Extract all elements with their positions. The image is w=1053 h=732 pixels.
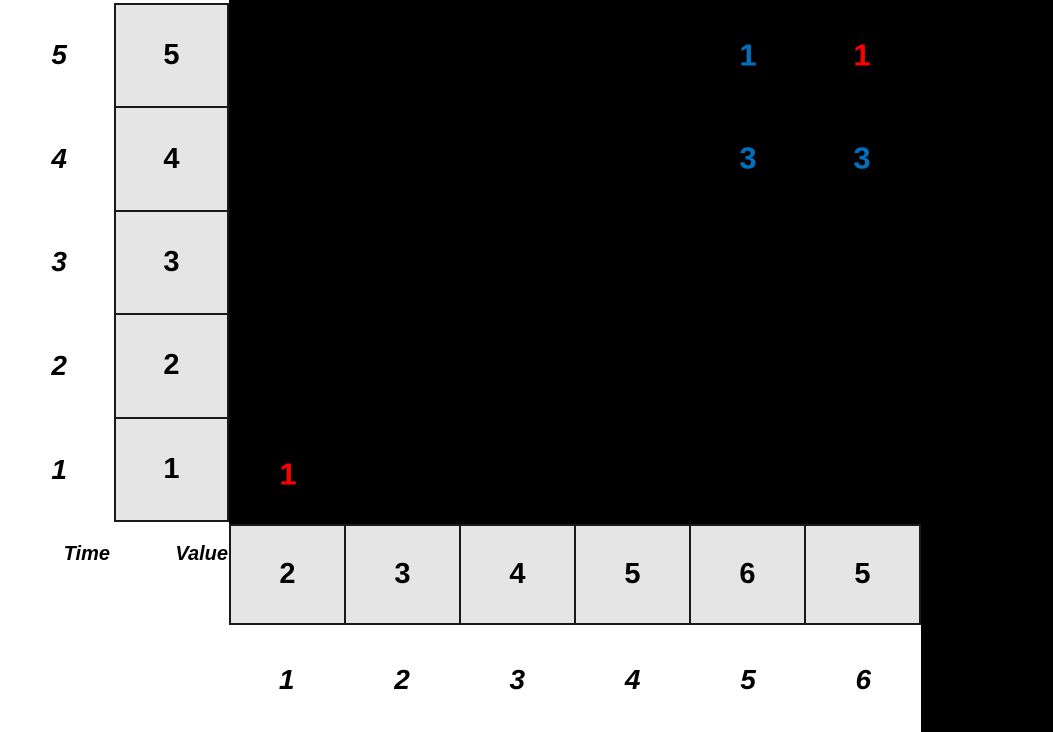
value-axis-label: 2 xyxy=(394,664,410,695)
time-row: 2 3 4 5 6 5 xyxy=(229,524,921,625)
time-axis-label: 5 xyxy=(51,38,67,70)
plot-marker: 1 xyxy=(853,37,871,73)
value-axis-labels: 1 2 3 4 5 6 xyxy=(229,645,921,715)
time-cell[interactable]: 5 xyxy=(574,524,689,625)
time-cell[interactable]: 4 xyxy=(459,524,574,625)
value-cell[interactable]: 3 xyxy=(114,209,229,314)
plot-area-background-lower-right xyxy=(921,524,1053,732)
time-axis-labels: 5 4 3 2 1 xyxy=(0,3,114,522)
value-cell[interactable]: 5 xyxy=(114,3,229,107)
value-cell[interactable]: 4 xyxy=(114,106,229,210)
value-cell[interactable]: 2 xyxy=(114,313,229,417)
value-axis-label: 4 xyxy=(624,664,641,695)
time-cell[interactable]: 2 xyxy=(229,524,344,625)
plot-marker: 3 xyxy=(853,140,871,176)
value-axis-label: 5 xyxy=(740,664,756,695)
plot-marker: 1 xyxy=(739,37,757,73)
time-axis-caption: Time xyxy=(63,542,110,565)
value-cell[interactable]: 1 xyxy=(114,416,229,523)
plot-marker: 1 xyxy=(279,456,297,492)
value-axis-label: 1 xyxy=(278,664,295,695)
value-axis-label: 6 xyxy=(855,664,872,695)
value-column: 5 4 3 2 1 xyxy=(114,3,229,523)
value-axis-caption: Value xyxy=(175,542,228,565)
time-axis-label: 1 xyxy=(51,454,67,486)
plot-marker: 3 xyxy=(739,140,757,176)
time-axis-label: 2 xyxy=(51,350,67,382)
time-axis-label: 3 xyxy=(51,246,67,278)
time-cell[interactable]: 5 xyxy=(804,524,921,625)
time-axis-label: 4 xyxy=(51,142,67,174)
time-cell[interactable]: 3 xyxy=(344,524,459,625)
time-cell[interactable]: 6 xyxy=(689,524,804,625)
value-axis-label: 3 xyxy=(509,664,526,695)
plot-area-background xyxy=(229,0,1053,524)
